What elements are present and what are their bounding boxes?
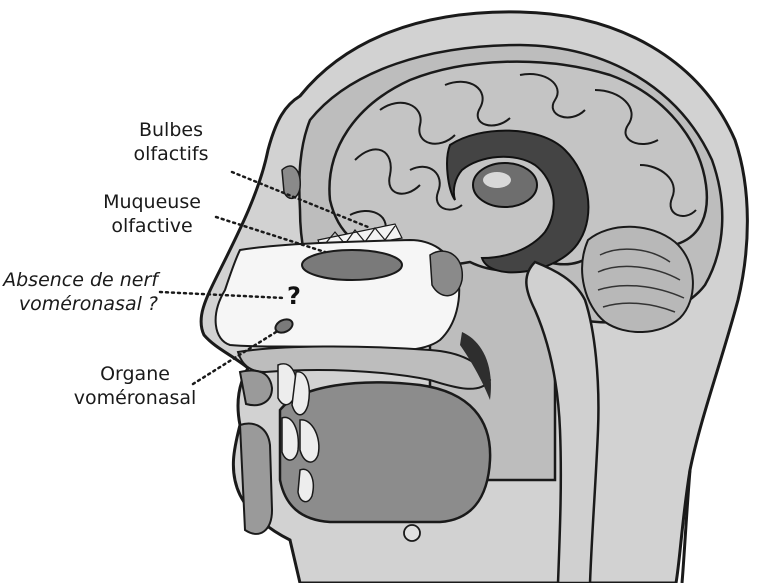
label-muqueuse-line2: olfactive (92, 214, 212, 238)
sphenoid-sinus (430, 251, 462, 296)
thalamus-highlight (483, 172, 511, 188)
lower-jaw (240, 424, 272, 534)
cerebellum (582, 227, 693, 332)
olfactory-mucosa-ellipse (302, 250, 402, 280)
question-mark: ? (287, 282, 301, 310)
hyoid-bone (404, 525, 420, 541)
label-organe-line2: voméronasal (70, 386, 200, 410)
label-bulbes-olfactifs: Bulbes olfactifs (116, 118, 226, 166)
label-absence-nerf-vomeronasal: Absence de nerf voméronasal ? (0, 268, 158, 316)
label-absence-line2: voméronasal ? (0, 292, 158, 316)
label-absence-line1: Absence de nerf (0, 268, 158, 292)
label-bulbes-line1: Bulbes (116, 118, 226, 142)
upper-lip (240, 371, 272, 406)
label-bulbes-line2: olfactifs (116, 142, 226, 166)
label-organe-vomeronasal: Organe voméronasal (70, 362, 200, 410)
label-muqueuse-line1: Muqueuse (92, 190, 212, 214)
label-organe-line1: Organe (70, 362, 200, 386)
label-muqueuse-olfactive: Muqueuse olfactive (92, 190, 212, 238)
